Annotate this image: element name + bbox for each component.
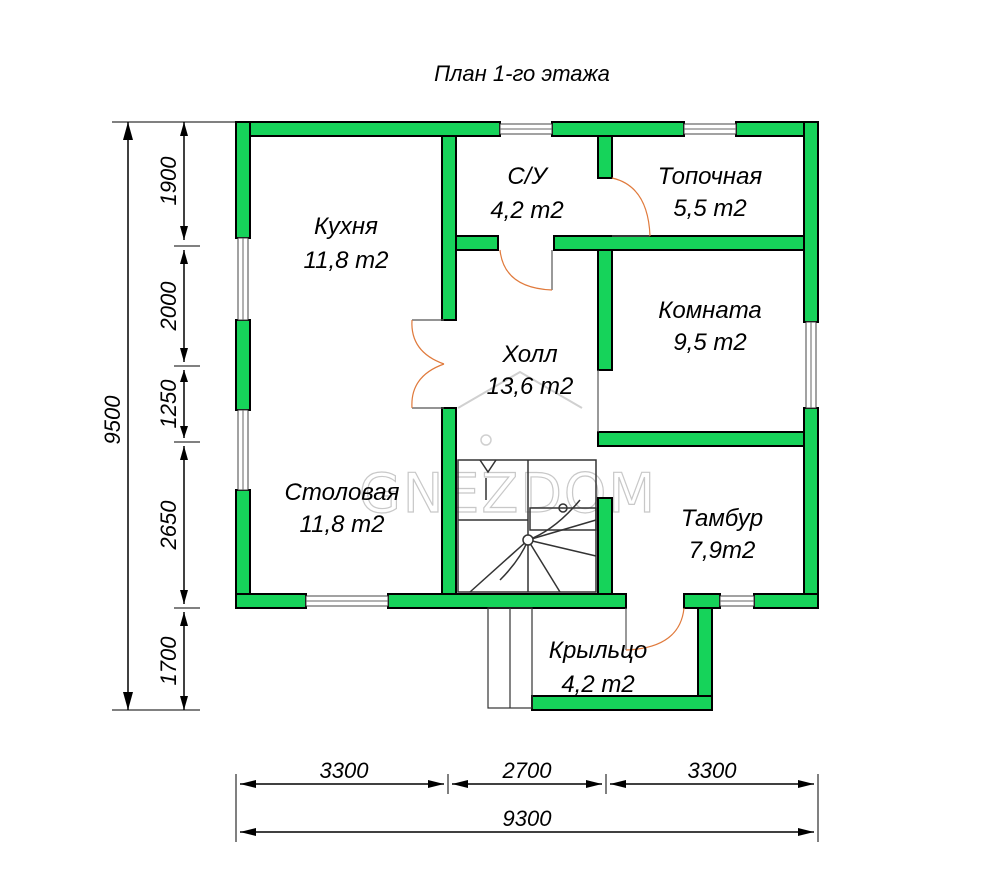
doors <box>411 177 685 651</box>
dim-left-1: 1900 <box>156 156 181 206</box>
dimensions-bottom: 3300 2700 3300 9300 <box>235 758 819 842</box>
room-name-hall: Холл <box>501 341 558 368</box>
room-area-hall: 13,6 m2 <box>487 373 574 400</box>
room-area-dining: 11,8 m2 <box>300 511 385 538</box>
room-area-room: 9,5 m2 <box>673 329 746 356</box>
dim-left-3: 1250 <box>156 379 181 429</box>
staircase <box>457 459 597 709</box>
room-area-porch: 4,2 m2 <box>561 671 634 698</box>
room-name-room: Комната <box>658 297 762 324</box>
room-area-wc: 4,2 m2 <box>490 197 563 224</box>
room-name-porch: Крыльцо <box>549 637 647 664</box>
room-name-wc: С/У <box>507 163 549 190</box>
room-area-vestibule: 7,9m2 <box>689 537 756 564</box>
room-name-furnace: Топочная <box>658 163 763 190</box>
room-name-kitchen: Кухня <box>314 213 378 240</box>
dim-bottom-2: 2700 <box>502 758 553 783</box>
room-name-vestibule: Тамбур <box>681 505 763 532</box>
dimensions-left: 9500 1900 2000 1250 2650 1700 <box>100 121 236 711</box>
room-area-kitchen: 11,8 m2 <box>304 247 389 274</box>
dim-bottom-3: 3300 <box>688 758 738 783</box>
plan-title: План 1-го этажа <box>434 61 610 86</box>
dim-total-width: 9300 <box>503 806 553 831</box>
windows <box>237 123 817 607</box>
dim-bottom-1: 3300 <box>320 758 370 783</box>
dim-left-2: 2000 <box>156 281 181 332</box>
dim-total-height: 9500 <box>100 395 125 445</box>
room-labels: Кухня 11,8 m2 С/У 4,2 m2 Топочная 5,5 m2… <box>285 163 764 698</box>
room-name-dining: Столовая <box>285 479 400 506</box>
dim-left-4: 2650 <box>156 500 181 551</box>
room-area-furnace: 5,5 m2 <box>673 195 746 222</box>
dim-left-5: 1700 <box>156 636 181 686</box>
